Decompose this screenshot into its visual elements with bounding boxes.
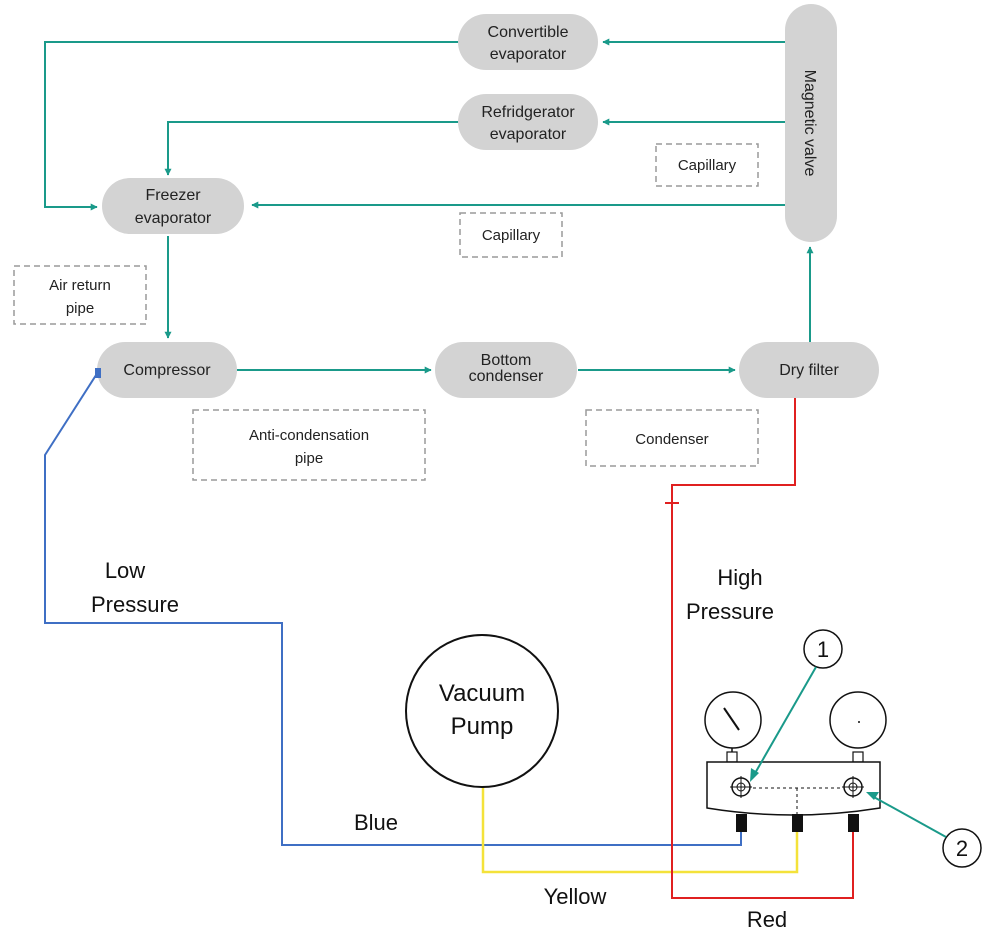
anti-condensation-text-line2: pipe <box>295 450 323 467</box>
bottom-condenser-label-line2: condenser <box>469 368 544 385</box>
bottom-condenser-label-line1: Bottom <box>481 352 532 369</box>
compressor-label: Compressor <box>123 362 211 379</box>
pipe-label-anti-condensation: Anti-condensation pipe <box>192 409 426 481</box>
node-compressor: Compressor <box>97 342 237 398</box>
yellow-hose-label: Yellow <box>544 884 607 909</box>
pipe-label-air-return: Air return pipe <box>13 265 147 325</box>
flow-lines <box>44 38 814 374</box>
vacuum-pump: Vacuum Pump <box>405 634 559 788</box>
manifold-gauge-set <box>704 691 887 832</box>
condenser-text: Condenser <box>635 431 708 448</box>
pipe-label-condenser: Condenser <box>585 409 759 467</box>
node-dry-filter: Dry filter <box>739 342 879 398</box>
marker-2: 2 <box>866 792 982 868</box>
valve-knob-icon <box>730 776 752 798</box>
node-convertible-evaporator: Convertible evaporator <box>458 14 598 70</box>
node-freezer-evaporator: Freezer evaporator <box>102 178 244 234</box>
flow-convertible-to-freezer <box>44 41 461 211</box>
high-pressure-label-line2: Pressure <box>686 599 774 624</box>
marker-1: 1 <box>750 629 843 782</box>
marker-2-text: 2 <box>956 836 968 861</box>
convertible-label-line2: evaporator <box>490 46 567 63</box>
node-magnetic-valve: Magnetic valve <box>785 4 837 242</box>
red-hose-label: Red <box>747 907 787 932</box>
capillary-2-text: Capillary <box>482 227 541 244</box>
air-return-text-line2: pipe <box>66 300 94 317</box>
node-refrigerator-evaporator: Refridgerator evaporator <box>458 94 598 150</box>
freezer-label-line1: Freezer <box>145 187 201 204</box>
air-return-text-line1: Air return <box>49 277 111 294</box>
high-pressure-label-line1: High <box>717 565 762 590</box>
vacuum-pump-label-line1: Vacuum <box>439 680 525 707</box>
refrigerator-label-line1: Refridgerator <box>481 104 575 121</box>
node-bottom-condenser: Bottom condenser <box>435 342 577 398</box>
refrigerator-label-line2: evaporator <box>490 126 567 143</box>
pressure-gauge-icon <box>829 691 887 763</box>
freezer-label-line2: evaporator <box>135 210 212 227</box>
magnetic-valve-label: Magnetic valve <box>801 70 818 177</box>
low-port <box>736 814 747 832</box>
dry-filter-label: Dry filter <box>779 362 839 379</box>
capillary-1-text: Capillary <box>678 157 737 174</box>
blue-hose-label: Blue <box>354 810 398 835</box>
low-pressure-hose <box>44 371 742 846</box>
low-pressure-label-line2: Pressure <box>91 592 179 617</box>
middle-port <box>792 814 803 832</box>
convertible-label-line1: Convertible <box>488 24 569 41</box>
flow-refrigerator-to-freezer <box>164 121 461 176</box>
pipe-label-capillary-1: Capillary <box>655 143 759 187</box>
low-pressure-label-line1: Low <box>105 558 145 583</box>
marker-1-text: 1 <box>817 637 829 662</box>
high-pressure-hose <box>671 398 854 899</box>
yellow-hose <box>481 786 799 874</box>
valve-knob-icon <box>842 776 864 798</box>
low-pressure-connector <box>95 368 101 378</box>
vacuum-pump-label-line2: Pump <box>451 713 514 740</box>
pipe-label-capillary-2: Capillary <box>459 212 563 258</box>
pressure-gauge-icon <box>704 691 762 763</box>
anti-condensation-text-line1: Anti-condensation <box>249 427 369 444</box>
high-port <box>848 814 859 832</box>
